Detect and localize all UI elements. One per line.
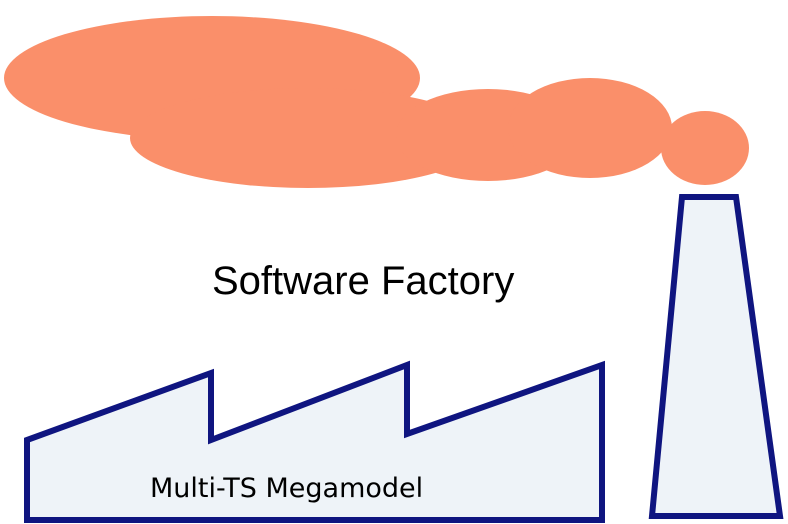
factory-building [24,360,605,523]
smoke-puff-end [661,111,749,185]
factory-label: Multi-TS Megamodel [150,473,423,504]
diagram-title: Software Factory [212,259,514,303]
chimney [648,194,784,519]
smoke-puff-lower [130,88,486,188]
smoke-puff-right [508,78,672,178]
smoke-cloud [4,16,749,188]
